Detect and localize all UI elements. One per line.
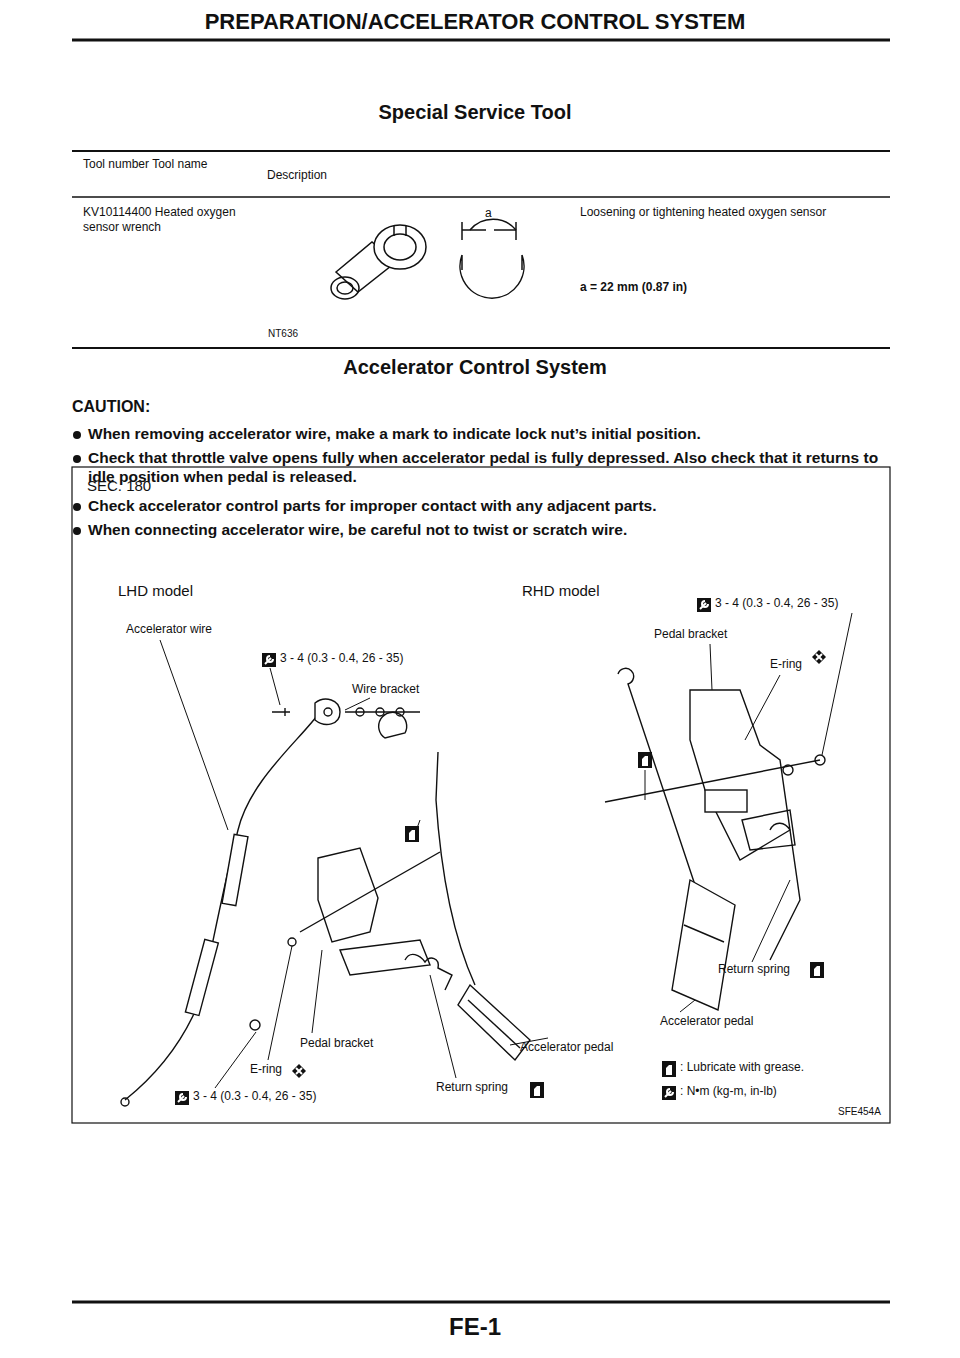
- table-header: Description: [267, 168, 327, 183]
- part-name: Return spring: [436, 1080, 508, 1095]
- part-name: Accelerator pedal: [520, 1040, 613, 1055]
- part-name: Accelerator pedal: [660, 1014, 753, 1029]
- caution-item: Check accelerator control parts for impr…: [88, 496, 893, 515]
- model-heading: RHD model: [522, 582, 600, 601]
- dimension-letter: a: [485, 206, 492, 221]
- page-rules: [72, 40, 890, 1302]
- section-heading: Special Service Tool: [0, 100, 955, 125]
- figure-code: SFE454A: [838, 1106, 881, 1119]
- caution-item: Check that throttle valve opens fully wh…: [88, 448, 893, 487]
- leader-lines: [160, 613, 852, 1088]
- section-heading: Accelerator Control System: [0, 355, 955, 380]
- torque-spec: 3 - 4 (0.3 - 0.4, 26 - 35): [193, 1089, 316, 1104]
- section-number: SEC. 180: [87, 477, 151, 496]
- figure-code: NT636: [268, 328, 298, 341]
- tool-name: KV10114400 Heated oxygen sensor wrench: [83, 205, 243, 235]
- tool-description: Loosening or tightening heated oxygen se…: [580, 205, 840, 220]
- part-name: Pedal bracket: [654, 627, 727, 642]
- page-header: PREPARATION/ACCELERATOR CONTROL SYSTEM: [0, 8, 955, 36]
- legend-text: : N•m (kg-m, in-lb): [680, 1084, 777, 1099]
- pedal-illustration: [121, 668, 825, 1106]
- wrench-illustration: [331, 219, 524, 299]
- part-name: E-ring: [770, 657, 802, 672]
- legend-text: : Lubricate with grease.: [680, 1060, 804, 1075]
- part-name: Wire bracket: [352, 682, 419, 697]
- caution-item: When removing accelerator wire, make a m…: [88, 424, 893, 443]
- part-name: Accelerator wire: [126, 622, 212, 637]
- model-heading: LHD model: [118, 582, 193, 601]
- symbol-icons: [175, 598, 826, 1105]
- torque-spec: 3 - 4 (0.3 - 0.4, 26 - 35): [280, 651, 403, 666]
- caution-heading: CAUTION:: [72, 397, 150, 417]
- part-name: Pedal bracket: [300, 1036, 373, 1051]
- caution-item: When connecting accelerator wire, be car…: [88, 520, 893, 539]
- part-name: Return spring: [718, 962, 790, 977]
- torque-spec: 3 - 4 (0.3 - 0.4, 26 - 35): [715, 596, 838, 611]
- bullet-dots: [73, 431, 81, 535]
- dimension: a = 22 mm (0.87 in): [580, 280, 687, 295]
- part-name: E-ring: [250, 1062, 282, 1077]
- page-number: FE-1: [0, 1312, 955, 1342]
- table-header: Tool number Tool name: [83, 157, 233, 172]
